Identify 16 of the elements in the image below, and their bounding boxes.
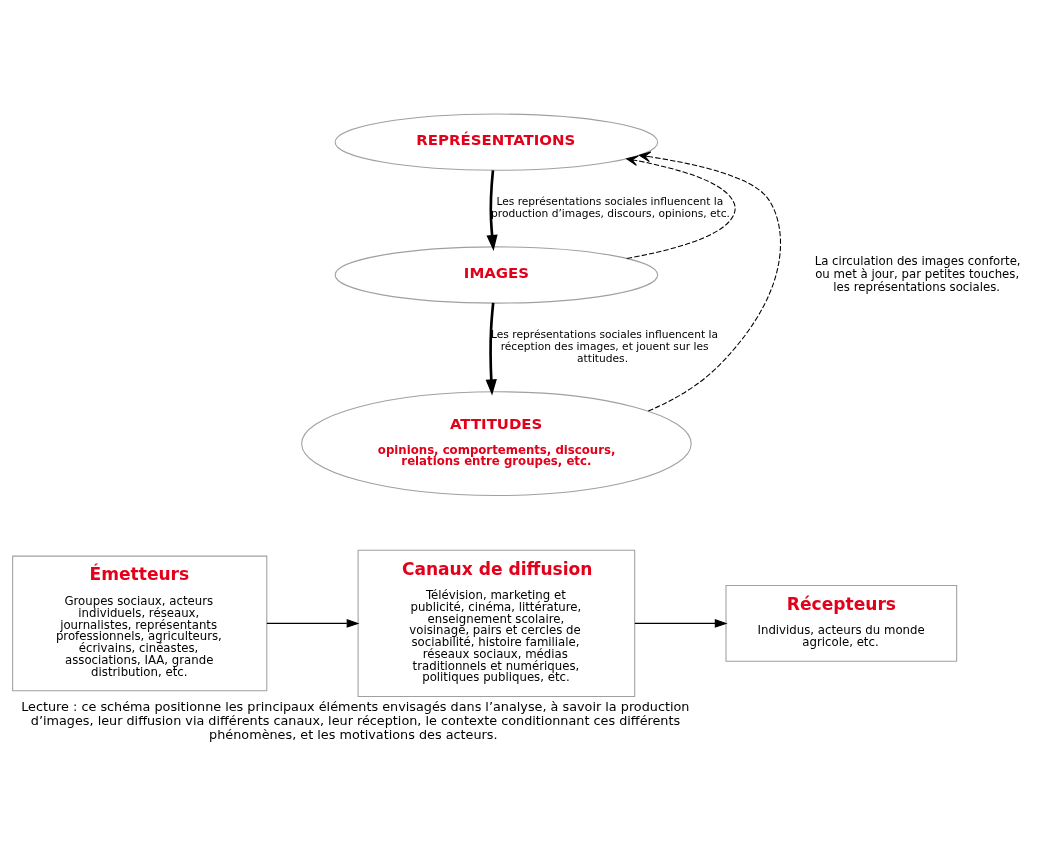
arrow (634, 618, 728, 628)
node-ellipse: ATTITUDES opinions, comportements, discours, relations entre groupes, etc. (301, 391, 692, 497)
node-ellipse: IMAGES (334, 246, 659, 304)
arrow (266, 618, 360, 628)
edge-label: Les représentations sociales influencent la production d’images, discours, opinions, etc. (491, 195, 730, 221)
label: La circulation des images conforte, ou met à jour, par petites touches, les représentations sociales. (814, 254, 1021, 294)
node-box: Émetteurs Groupes sociaux, acteurs individuels, réseaux, journalistes, représentants professionnels, agriculteurs, écrivains, cinéastes, associations, IAA, grande distribution, etc. (12, 555, 268, 692)
node-ellipse: REPRÉSENTATIONS (334, 113, 659, 171)
node-box: Canaux de diffusion Télévision, marketing et publicité, cinéma, littérature, enseignement scolaire, voisinage, pairs et cercles de sociabilité, histoire familiale, réseaux sociaux, médias traditionnels et numériques, politiques publiques, etc. (357, 549, 636, 698)
node-box: Récepteurs Individus, acteurs du monde agricole, etc. (725, 584, 958, 662)
arrow (485, 302, 497, 396)
caption: Lecture : ce schéma positionne les principaux éléments envisagés dans l’analyse, à savoir la production d’images, leur diffusion via différents canaux, leur réception, le contexte conditionnant ces différents phénomènes, et les motivations des acteurs. (21, 699, 690, 742)
arrow (626, 155, 736, 259)
arrow (486, 170, 498, 251)
edge-label: Les représentations sociales influencent la réception des images, et jouent sur les attitudes. (491, 328, 718, 365)
arrow (638, 151, 782, 412)
